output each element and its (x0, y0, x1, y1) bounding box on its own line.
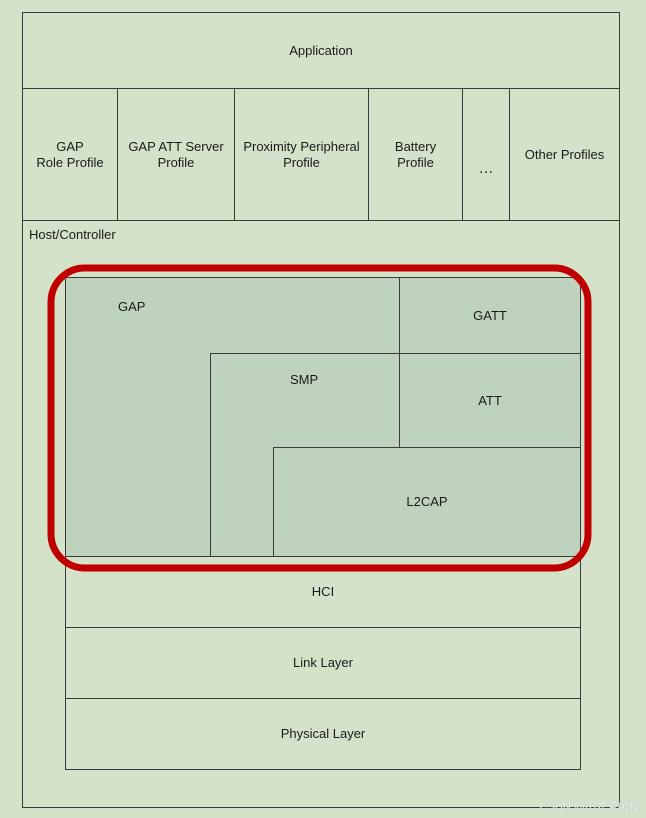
physical-layer-block: Physical Layer (65, 698, 581, 770)
application-label: Application (289, 42, 353, 58)
profile-label: Other Profiles (524, 146, 605, 162)
profile-label: Proximity Peripheral Profile (243, 138, 360, 170)
ellipsis-label: … (478, 159, 494, 177)
link-layer-label: Link Layer (293, 655, 353, 670)
gatt-block: GATT (399, 277, 581, 354)
profile-label: GAP ATT Server Profile (128, 138, 224, 170)
l2cap-label: L2CAP (406, 494, 448, 509)
l2cap-block: L2CAP (273, 447, 581, 557)
link-layer-block: Link Layer (65, 627, 581, 699)
profile-label: Battery Profile (394, 138, 437, 170)
application-block: Application (22, 12, 620, 89)
att-label: ATT (478, 392, 502, 408)
gap-label: GAP (118, 299, 146, 314)
smp-label: SMP (290, 372, 319, 387)
att-block: ATT (399, 353, 581, 448)
profile-ellipsis: … (462, 88, 510, 221)
hci-label: HCI (311, 584, 335, 599)
watermark-text: CSDN @不才爱编程 (539, 801, 640, 813)
profile-label: GAP Role Profile (36, 138, 104, 170)
profile-proximity-peripheral: Proximity Peripheral Profile (234, 88, 369, 221)
profile-other: Other Profiles (509, 88, 620, 221)
gatt-label: GATT (473, 307, 507, 323)
profile-battery: Battery Profile (368, 88, 463, 221)
profile-gap-att-server: GAP ATT Server Profile (117, 88, 235, 221)
hci-block: HCI (65, 556, 581, 628)
host-controller-label: Host/Controller (29, 227, 116, 242)
physical-layer-label: Physical Layer (280, 726, 366, 741)
profile-gap-role: GAP Role Profile (22, 88, 118, 221)
